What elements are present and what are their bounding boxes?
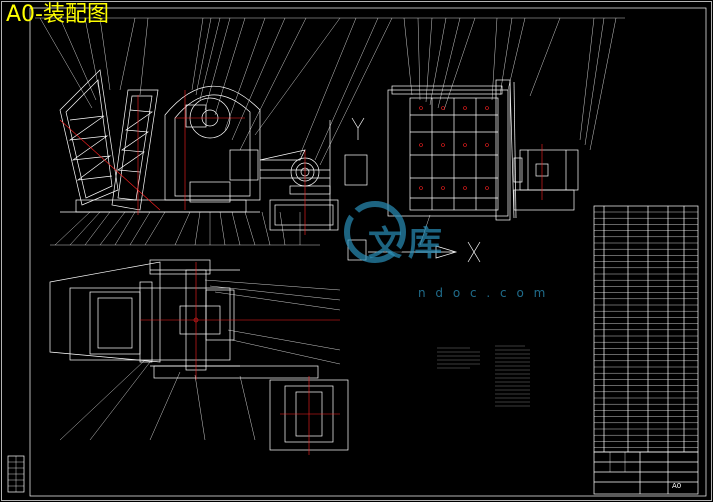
parts-list-rows [594, 211, 698, 448]
plan-view-leaders [59, 279, 341, 441]
title-block [593, 451, 699, 495]
watermark-logo-icon [344, 201, 406, 263]
parts-list-table [593, 205, 699, 453]
section-view [269, 376, 349, 455]
flywheel-housing [164, 85, 261, 210]
section-mark-y [351, 117, 365, 140]
watermark-url: n d o c . c o m [418, 286, 549, 300]
revision-table [7, 455, 25, 493]
plan-view [49, 259, 340, 380]
drawing-frame [29, 7, 707, 497]
side-view-red-marks [419, 106, 489, 190]
motor [513, 144, 579, 211]
center-block [347, 239, 367, 261]
drawing-title: A0-装配图 [6, 2, 109, 27]
bottom-leader-lines [50, 211, 431, 246]
section-arrow [368, 241, 481, 263]
side-view-frame [387, 79, 517, 221]
center-block-2 [344, 154, 368, 186]
top-leader-lines [39, 17, 617, 166]
drive-assembly [259, 120, 339, 235]
technical-notes [437, 345, 530, 407]
sheet-size-label: A0 [672, 482, 682, 490]
watermark-text-cn: 文库 [368, 224, 448, 264]
crusher-front-view [59, 69, 260, 215]
